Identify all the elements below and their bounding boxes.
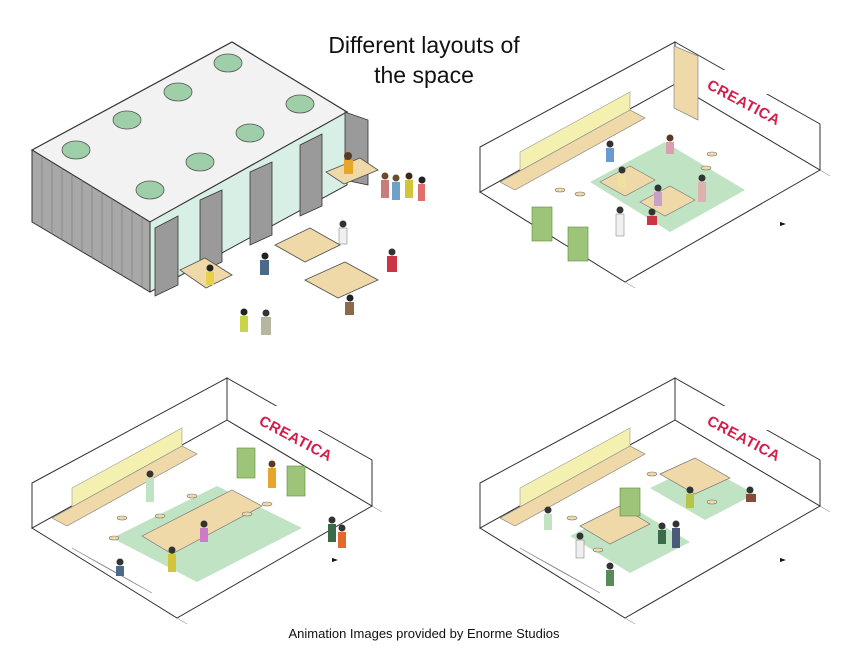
scene-open-workshop: CREATICA — [479, 41, 831, 289]
island-table-2 — [659, 457, 731, 495]
title-line-1: Different layouts of — [328, 32, 520, 58]
facade-ribs — [41, 156, 143, 288]
roof-skylights — [61, 53, 315, 200]
facade-front-glass — [149, 111, 348, 293]
diagram-title: Different layouts of the space — [300, 30, 548, 90]
scene-long-table: CREATICA — [31, 377, 383, 625]
people-exterior — [206, 152, 426, 335]
scene-island-tables: CREATICA — [479, 377, 831, 625]
title-line-2: the space — [374, 62, 474, 88]
creatica-board — [702, 70, 772, 94]
scene-exterior — [30, 41, 426, 335]
image-credit-caption: Animation Images provided by Enorme Stud… — [288, 626, 560, 641]
